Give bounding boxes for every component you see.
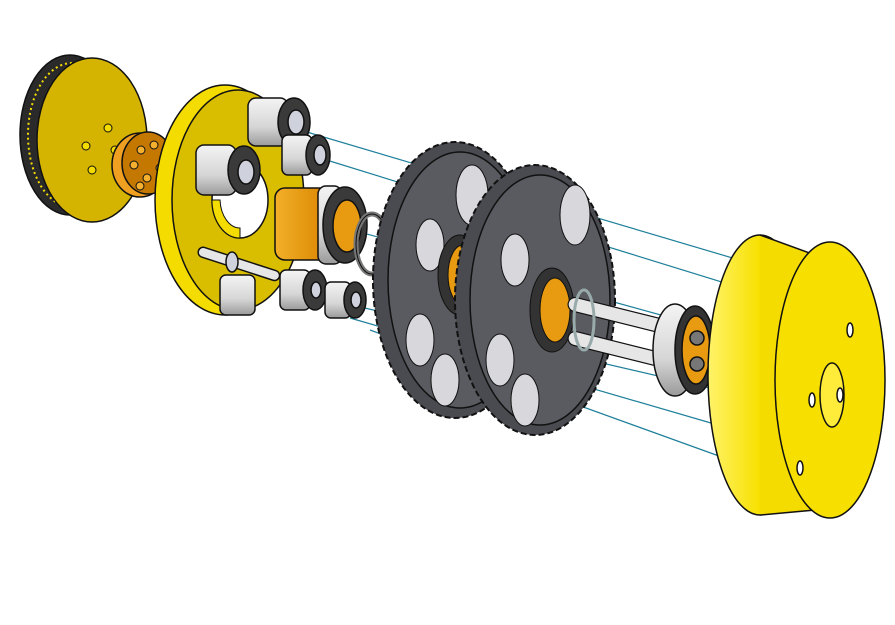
planet-bearings bbox=[195, 97, 368, 319]
end-bearing bbox=[652, 303, 716, 397]
orange-hub bbox=[111, 131, 175, 198]
end-housing bbox=[707, 234, 886, 519]
ring-gear-2 bbox=[454, 164, 616, 436]
